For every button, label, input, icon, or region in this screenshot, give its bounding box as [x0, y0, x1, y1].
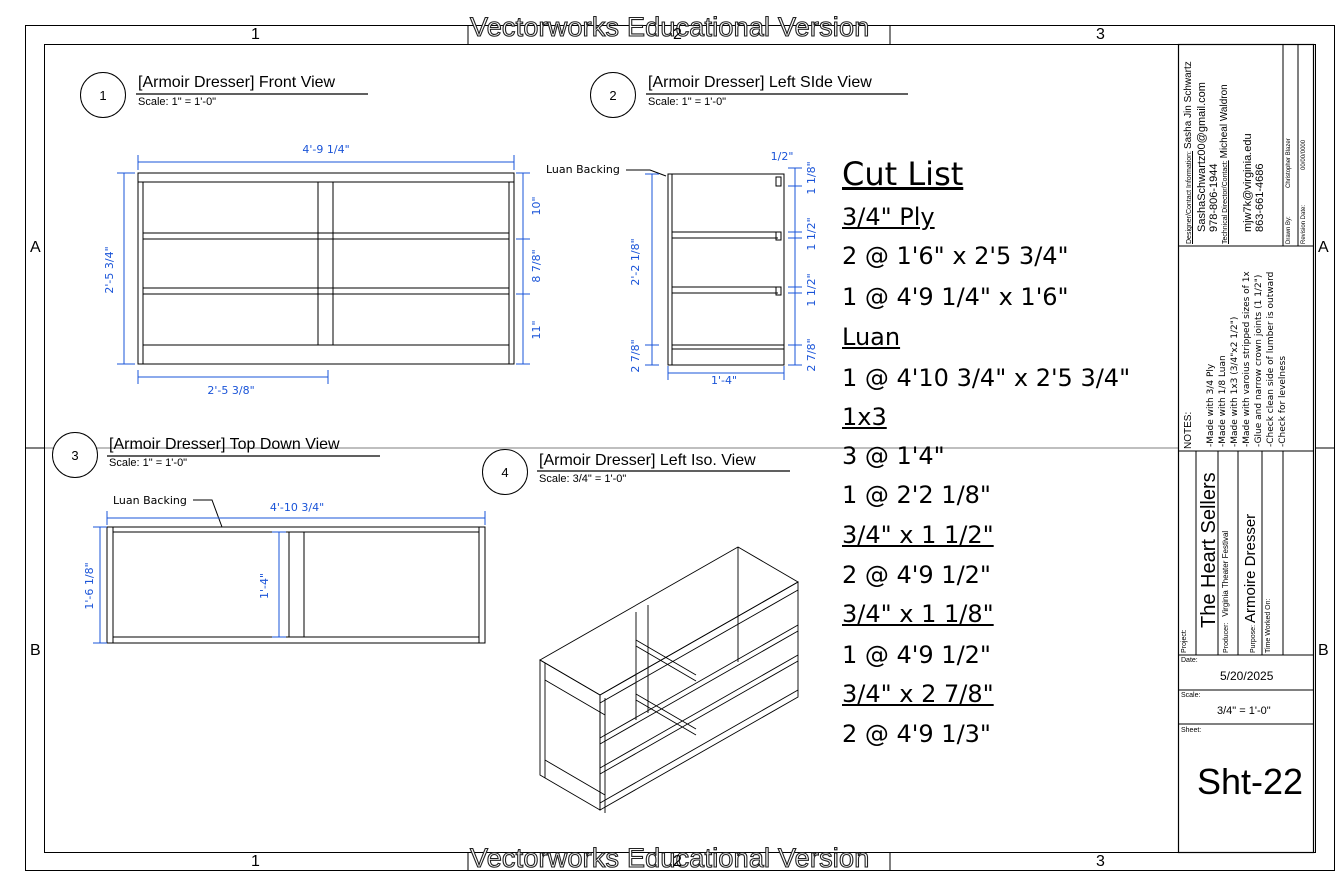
- date-value: 5/20/2025: [1220, 669, 1274, 683]
- date-label: Date:: [1181, 657, 1198, 664]
- view-2-number: 2: [590, 72, 636, 118]
- zone-row-a-left: A: [30, 239, 41, 256]
- view-3-scale: Scale: 1" = 1'-0": [109, 457, 188, 469]
- sheet-label: Sheet:: [1181, 727, 1202, 734]
- watermark-top: Vectorworks Educational Version: [469, 12, 870, 42]
- top-backing-label: Luan Backing: [113, 494, 187, 507]
- cut-item: 1 @ 4'9 1/2": [842, 641, 991, 669]
- td-email: mjw7k@virginia.edu: [1242, 133, 1254, 232]
- scale-value: 3/4" = 1'-0": [1217, 705, 1271, 717]
- view-4-scale: Scale: 3/4" = 1'-0": [539, 473, 627, 485]
- note-item: -Check for levelness: [1278, 355, 1288, 447]
- cut-section-strip2-heading: 3/4" x 1 1/8": [842, 600, 994, 628]
- cut-item: 3 @ 1'4": [842, 442, 945, 470]
- view-3-number: 3: [52, 432, 98, 478]
- cut-section-strip1-heading: 3/4" x 1 1/2": [842, 521, 994, 549]
- side-rail-top-dim: 1 1/8": [805, 161, 818, 194]
- side-backing-label: Luan Backing: [546, 163, 620, 176]
- top-depth-dim: 1'-6 1/8": [83, 562, 96, 609]
- project-label: Project:: [1181, 629, 1188, 653]
- cut-item: 1 @ 4'9 1/4" x 1'6": [842, 283, 1069, 311]
- side-rail-2-dim: 1 1/2": [805, 273, 818, 306]
- side-rail-base-dim: 2 7/8": [805, 338, 818, 371]
- view-1-scale: Scale: 1" = 1'-0": [138, 96, 217, 108]
- view-3-title: [Armoir Dresser] Top Down View: [109, 436, 340, 453]
- view-1-title: [Armoir Dresser] Front View: [138, 74, 336, 91]
- zone-col-3-bottom: 3: [1096, 853, 1105, 870]
- producer-label: Producer: Virginia Theater Festival: [1221, 530, 1230, 653]
- view-2-scale: Scale: 1" = 1'-0": [648, 96, 727, 108]
- cut-item: 1 @ 2'2 1/8": [842, 481, 991, 509]
- designer-label: Designer/Contact Information: Sasha Jin …: [1183, 61, 1194, 244]
- purpose-label: Purpose: Armoire Dresser: [1242, 513, 1259, 653]
- zone-row-b-left: B: [30, 642, 41, 659]
- front-half-width-dim: 2'-5 3/8": [207, 384, 254, 397]
- cut-section-luan-heading: Luan: [842, 323, 901, 351]
- cut-section-1x3-heading: 1x3: [842, 403, 887, 431]
- note-item: -Made with 3/4 Ply: [1206, 363, 1216, 447]
- side-height-dim: 2'-2 1/8": [629, 238, 642, 285]
- side-depth-dim: 1'-4": [711, 374, 737, 387]
- cut-item: 2 @ 1'6" x 2'5 3/4": [842, 242, 1069, 270]
- note-item: -Check clean side of lumber is outward: [1266, 271, 1276, 447]
- view-4-title: [Armoir Dresser] Left Iso. View: [539, 452, 756, 469]
- zone-col-2-top: 2: [673, 26, 682, 43]
- note-item: -Made with varoius stripped sizes of 1x: [1242, 271, 1252, 447]
- front-spacing-top-dim: 10": [530, 196, 543, 215]
- front-height-dim: 2'-5 3/4": [103, 246, 116, 293]
- zone-row-b-right: B: [1318, 642, 1329, 659]
- cut-list-title: Cut List: [842, 155, 964, 193]
- view-2-title: [Armoir Dresser] Left SIde View: [648, 74, 872, 91]
- top-inner-depth-dim: 1'-4": [258, 573, 271, 599]
- cut-item: 2 @ 4'9 1/2": [842, 561, 991, 589]
- cut-item: 2 @ 4'9 1/3": [842, 720, 991, 748]
- note-item: -Glue and narrow crown joints (1 1/2"): [1254, 274, 1264, 447]
- designer-email: SashaSchwartz00@gmail.com: [1196, 82, 1208, 232]
- note-item: -Made with 1/8 Luan: [1218, 355, 1228, 447]
- zone-row-a-right: A: [1318, 239, 1329, 256]
- sheet-number: Sht-22: [1197, 761, 1304, 802]
- side-base-dim: 2 7/8": [629, 339, 642, 372]
- cut-item: 1 @ 4'10 3/4" x 2'5 3/4": [842, 364, 1131, 392]
- side-top-offset-dim: 1/2": [771, 150, 794, 163]
- cut-section-ply-heading: 3/4" Ply: [842, 203, 935, 231]
- cut-section-strip3-heading: 3/4" x 2 7/8": [842, 680, 994, 708]
- view-1-number: 1: [80, 72, 126, 118]
- td-phone: 863-661-4686: [1254, 163, 1266, 232]
- view-4-number: 4: [482, 449, 528, 495]
- front-spacing-bottom-dim: 11": [530, 320, 543, 339]
- side-rail-1-dim: 1 1/2": [805, 217, 818, 250]
- scale-label: Scale:: [1181, 692, 1201, 699]
- note-item: -Made with 1x3 (3/4"x2 1/2"): [1230, 316, 1240, 447]
- watermark-bottom: Vectorworks Educational Version: [469, 843, 870, 873]
- time-worked-label: Time Worked On:: [1265, 598, 1272, 653]
- front-width-dim: 4'-9 1/4": [302, 143, 349, 156]
- revision-date: Revision Date: 00/00/0000: [1301, 139, 1307, 244]
- td-label: Technical Director/Contact: Micheal Wald…: [1219, 84, 1230, 244]
- zone-col-2-bottom: 2: [673, 853, 682, 870]
- project-name: The Heart Sellers: [1198, 472, 1220, 628]
- zone-col-1-bottom: 1: [251, 853, 260, 870]
- notes-label: NOTES:: [1183, 411, 1194, 449]
- zone-col-3-top: 3: [1096, 26, 1105, 43]
- drawn-by: Drawn By: Christopher Blazer: [1286, 138, 1292, 244]
- front-spacing-mid-dim: 8 7/8": [530, 249, 543, 282]
- zone-col-1-top: 1: [251, 26, 260, 43]
- top-width-dim: 4'-10 3/4": [270, 501, 324, 514]
